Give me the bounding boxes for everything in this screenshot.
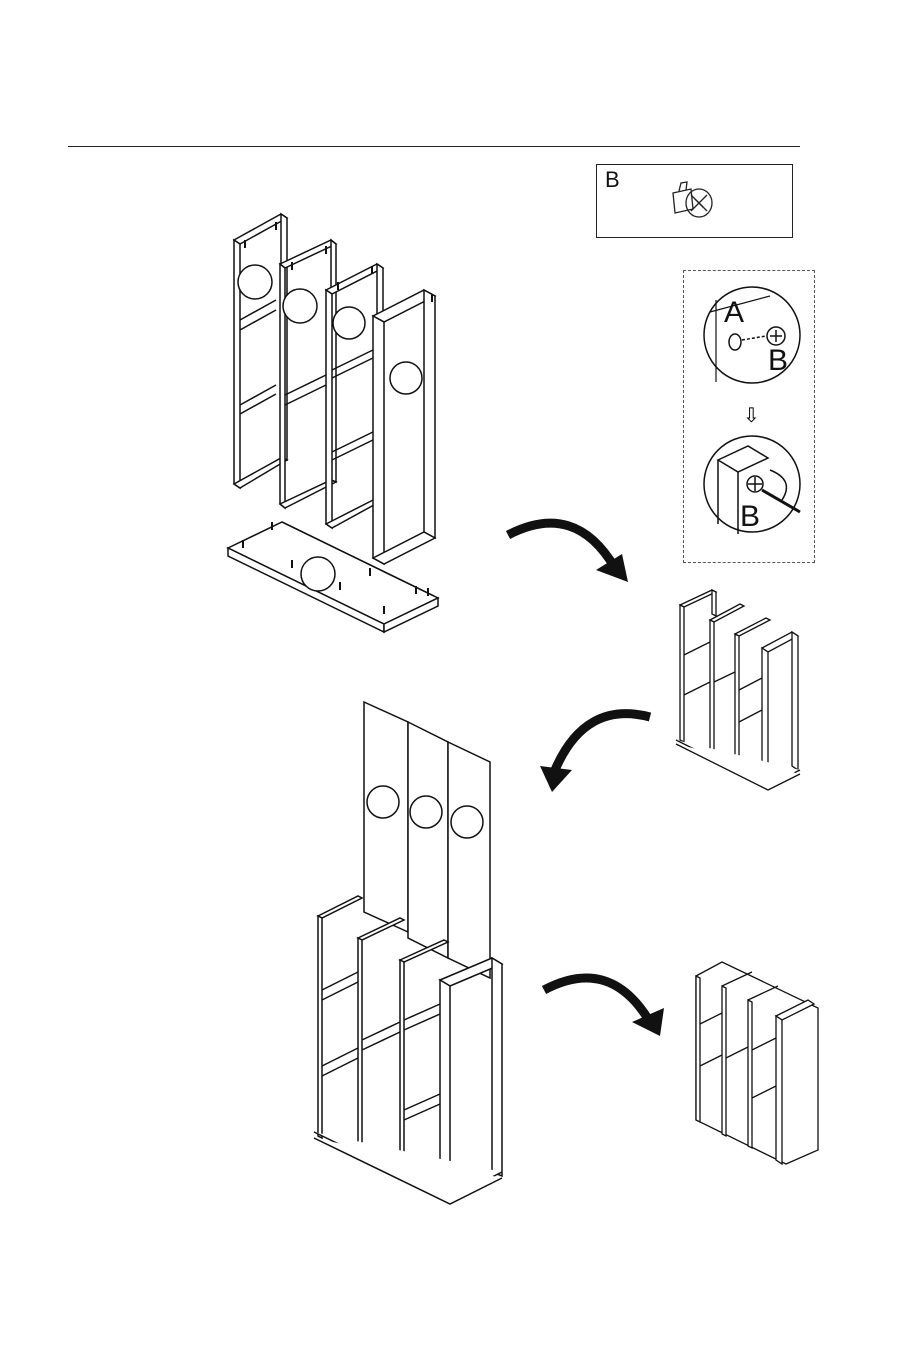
step3-back-panels [364,702,490,978]
detail-down-arrow-icon: ⇩ [743,405,760,427]
arrow-head-2 [540,766,572,792]
arrow-step3-to-step4 [544,978,650,1022]
step4-finished-shelf [696,962,818,1164]
upright-panel-1 [234,214,287,488]
detail-label-a: A [724,296,744,329]
upright-panel-4 [373,290,435,564]
arrow-step1-to-step2 [508,523,615,568]
step2-assembled-uprights [676,590,800,790]
detail-label-b-top: B [768,344,788,377]
detail-label-b-bottom: B [740,500,760,533]
step1-exploded-assembly [228,214,438,632]
arrow-step2-to-step3 [555,714,650,770]
base-panel [228,522,438,632]
